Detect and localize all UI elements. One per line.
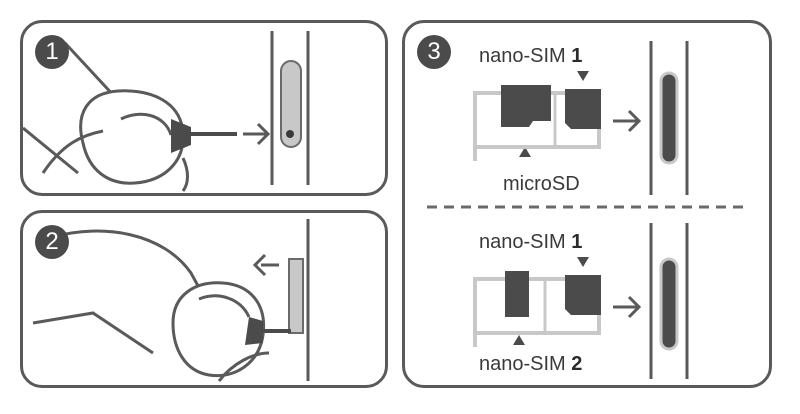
- nano-sim-2-card: [505, 271, 529, 317]
- finger-outline: [41, 129, 104, 174]
- step-3-badge: 3: [417, 35, 451, 69]
- sim-slot: [659, 71, 679, 165]
- hand-outline: [23, 126, 79, 175]
- thumb-nail: [198, 294, 251, 318]
- finger-outline: [217, 351, 270, 382]
- sim-tray-slot: [280, 60, 302, 148]
- hand-outline: [32, 311, 154, 355]
- eject-hole: [286, 130, 294, 138]
- finger-outline: [181, 157, 189, 192]
- arrow-head: [252, 253, 267, 277]
- step-2-badge: 2: [35, 225, 69, 259]
- thumb-nail: [120, 112, 173, 136]
- pin-head: [171, 119, 191, 153]
- nano-sim-1-card: [565, 275, 601, 315]
- step-2-panel: 2: [20, 210, 388, 388]
- step-2-illustration: [32, 219, 310, 382]
- sim-slot: [659, 257, 679, 351]
- thumb: [79, 89, 185, 185]
- arrow-head: [627, 109, 642, 133]
- pointer-triangle-nano-sim-1: [577, 71, 589, 81]
- microsd-label: microSD: [503, 173, 580, 195]
- sim-tray-pulled: [288, 258, 304, 334]
- nano-sim-1-card: [565, 89, 601, 129]
- pointer-triangle-microsd: [519, 147, 531, 157]
- microsd-card: [501, 85, 551, 127]
- pin-head: [245, 317, 263, 345]
- arrow-head: [256, 122, 271, 146]
- top-nano-sim-1-label: nano-SIM 1: [479, 45, 583, 67]
- step-1-badge: 1: [35, 35, 69, 69]
- bottom-nano-sim-2-label: nano-SIM 2: [479, 353, 583, 375]
- pointer-triangle-nano-sim-2: [513, 335, 525, 345]
- hand-outline: [52, 229, 205, 296]
- step-3-panel: 3 nano-SIM 1 microSD nano-SIM 1 nano-SIM…: [402, 20, 772, 388]
- pointer-triangle-nano-sim-1: [577, 257, 589, 267]
- bottom-nano-sim-1-label: nano-SIM 1: [479, 231, 583, 253]
- step-1-illustration: [23, 31, 310, 192]
- step-1-panel: 1: [20, 20, 388, 196]
- arrow-head: [627, 295, 642, 319]
- step-3-illustration: [427, 41, 745, 379]
